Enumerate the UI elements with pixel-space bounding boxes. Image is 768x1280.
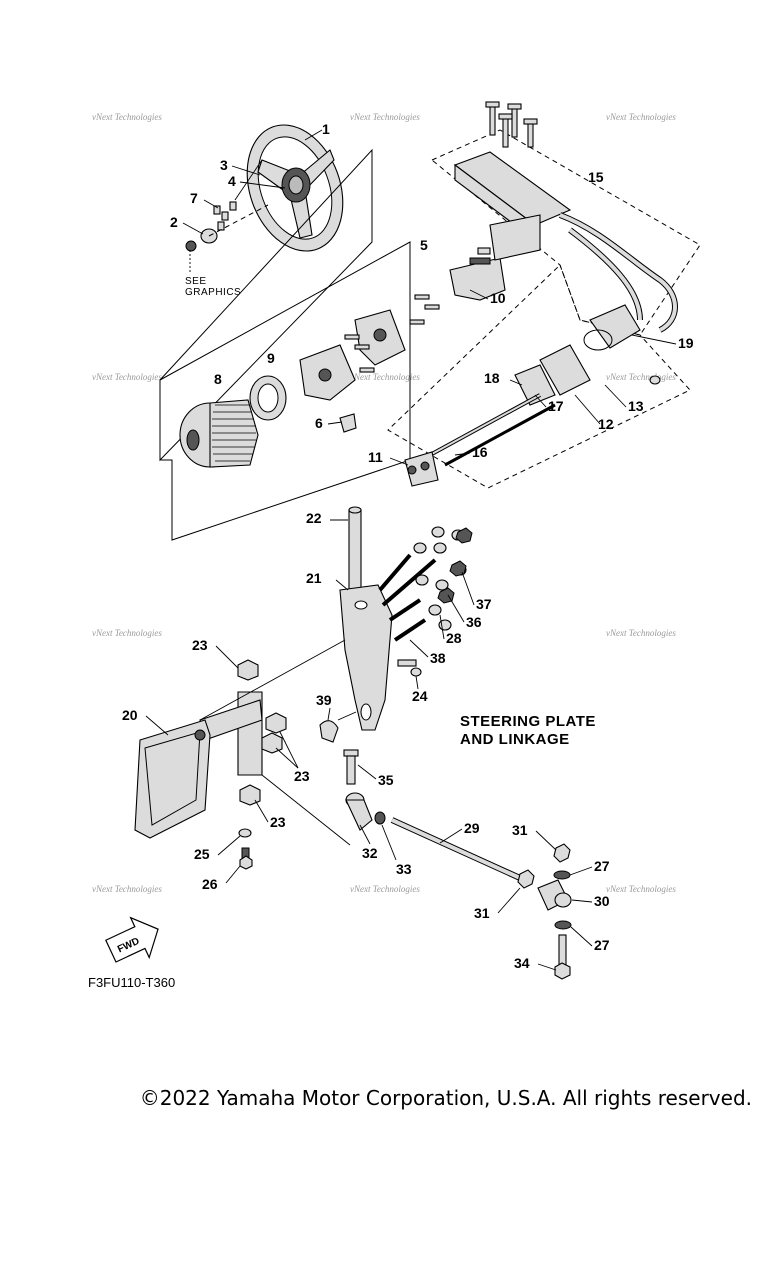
callout-25: 25 xyxy=(194,846,210,862)
callout-37: 37 xyxy=(476,596,492,612)
callout-29: 29 xyxy=(464,820,480,836)
watermarks: vNext Technologies vNext Technologies vN… xyxy=(92,112,676,894)
callout-24: 24 xyxy=(412,688,428,704)
callout-36: 36 xyxy=(466,614,482,630)
diagram-title-line2: AND LINKAGE xyxy=(460,731,570,748)
callout-15: 15 xyxy=(588,169,604,185)
see-graphics-line1: SEE xyxy=(185,276,207,287)
helm-unit xyxy=(179,247,506,468)
callout-27b: 27 xyxy=(594,937,610,953)
callout-39: 39 xyxy=(316,692,332,708)
callout-1: 1 xyxy=(322,121,330,137)
callout-numbers: 1 2 3 4 5 6 7 8 9 10 11 12 13 15 16 17 1… xyxy=(122,121,694,971)
callout-2: 2 xyxy=(170,214,178,230)
watermark: vNext Technologies xyxy=(92,628,162,638)
callout-38: 38 xyxy=(430,650,446,666)
callout-22: 22 xyxy=(306,510,322,526)
watermark: vNext Technologies xyxy=(350,112,420,122)
cable-assembly-box xyxy=(387,129,701,489)
steering-arm-bracket xyxy=(134,639,351,870)
watermark: vNext Technologies xyxy=(350,372,420,382)
callout-16: 16 xyxy=(472,444,488,460)
hub-nut-and-washer xyxy=(185,201,269,252)
drawing-code: F3FU110-T360 xyxy=(88,975,175,990)
callout-26: 26 xyxy=(202,876,218,892)
callout-3: 3 xyxy=(220,157,228,173)
callout-6: 6 xyxy=(315,415,323,431)
watermark: vNext Technologies xyxy=(92,884,162,894)
linkage-rod xyxy=(343,749,572,980)
steering-wheel xyxy=(234,124,344,252)
watermark: vNext Technologies xyxy=(606,372,676,382)
see-graphics-note: SEE GRAPHICS xyxy=(185,250,241,298)
callout-7: 7 xyxy=(190,190,198,206)
callout-5: 5 xyxy=(420,237,428,253)
callout-33: 33 xyxy=(396,861,412,877)
callout-21: 21 xyxy=(306,570,322,586)
see-graphics-line2: GRAPHICS xyxy=(185,287,241,298)
callout-17: 17 xyxy=(548,398,564,414)
callout-32: 32 xyxy=(362,845,378,861)
callout-31b: 31 xyxy=(474,905,490,921)
control-cable xyxy=(404,101,678,487)
callout-23b: 23 xyxy=(294,768,310,784)
callout-9: 9 xyxy=(267,350,275,366)
callout-23c: 23 xyxy=(270,814,286,830)
watermark: vNext Technologies xyxy=(606,628,676,638)
watermark: vNext Technologies xyxy=(606,884,676,894)
callout-23a: 23 xyxy=(192,637,208,653)
watermark: vNext Technologies xyxy=(350,884,420,894)
leader-lines xyxy=(145,129,677,971)
callout-12: 12 xyxy=(598,416,614,432)
callout-18: 18 xyxy=(484,370,500,386)
callout-31a: 31 xyxy=(512,822,528,838)
callout-28: 28 xyxy=(446,630,462,646)
forward-arrow-icon: FWD xyxy=(105,916,159,963)
callout-4: 4 xyxy=(228,173,236,189)
callout-27a: 27 xyxy=(594,858,610,874)
callout-10: 10 xyxy=(490,290,506,306)
callout-19: 19 xyxy=(678,335,694,351)
callout-13: 13 xyxy=(628,398,644,414)
callout-8: 8 xyxy=(214,371,222,387)
callout-11: 11 xyxy=(368,449,383,465)
diagram-title-line1: STEERING PLATE xyxy=(460,713,596,730)
copyright-notice: ©2022 Yamaha Motor Corporation, U.S.A. A… xyxy=(139,1086,752,1110)
callout-30: 30 xyxy=(594,893,610,909)
callout-20: 20 xyxy=(122,707,138,723)
watermark: vNext Technologies xyxy=(92,372,162,382)
callout-35: 35 xyxy=(378,772,394,788)
watermark: vNext Technologies xyxy=(92,112,162,122)
watermark: vNext Technologies xyxy=(606,112,676,122)
steering-plate-assembly xyxy=(319,506,473,743)
callout-34: 34 xyxy=(514,955,530,971)
helm-assembly-box xyxy=(159,148,411,541)
